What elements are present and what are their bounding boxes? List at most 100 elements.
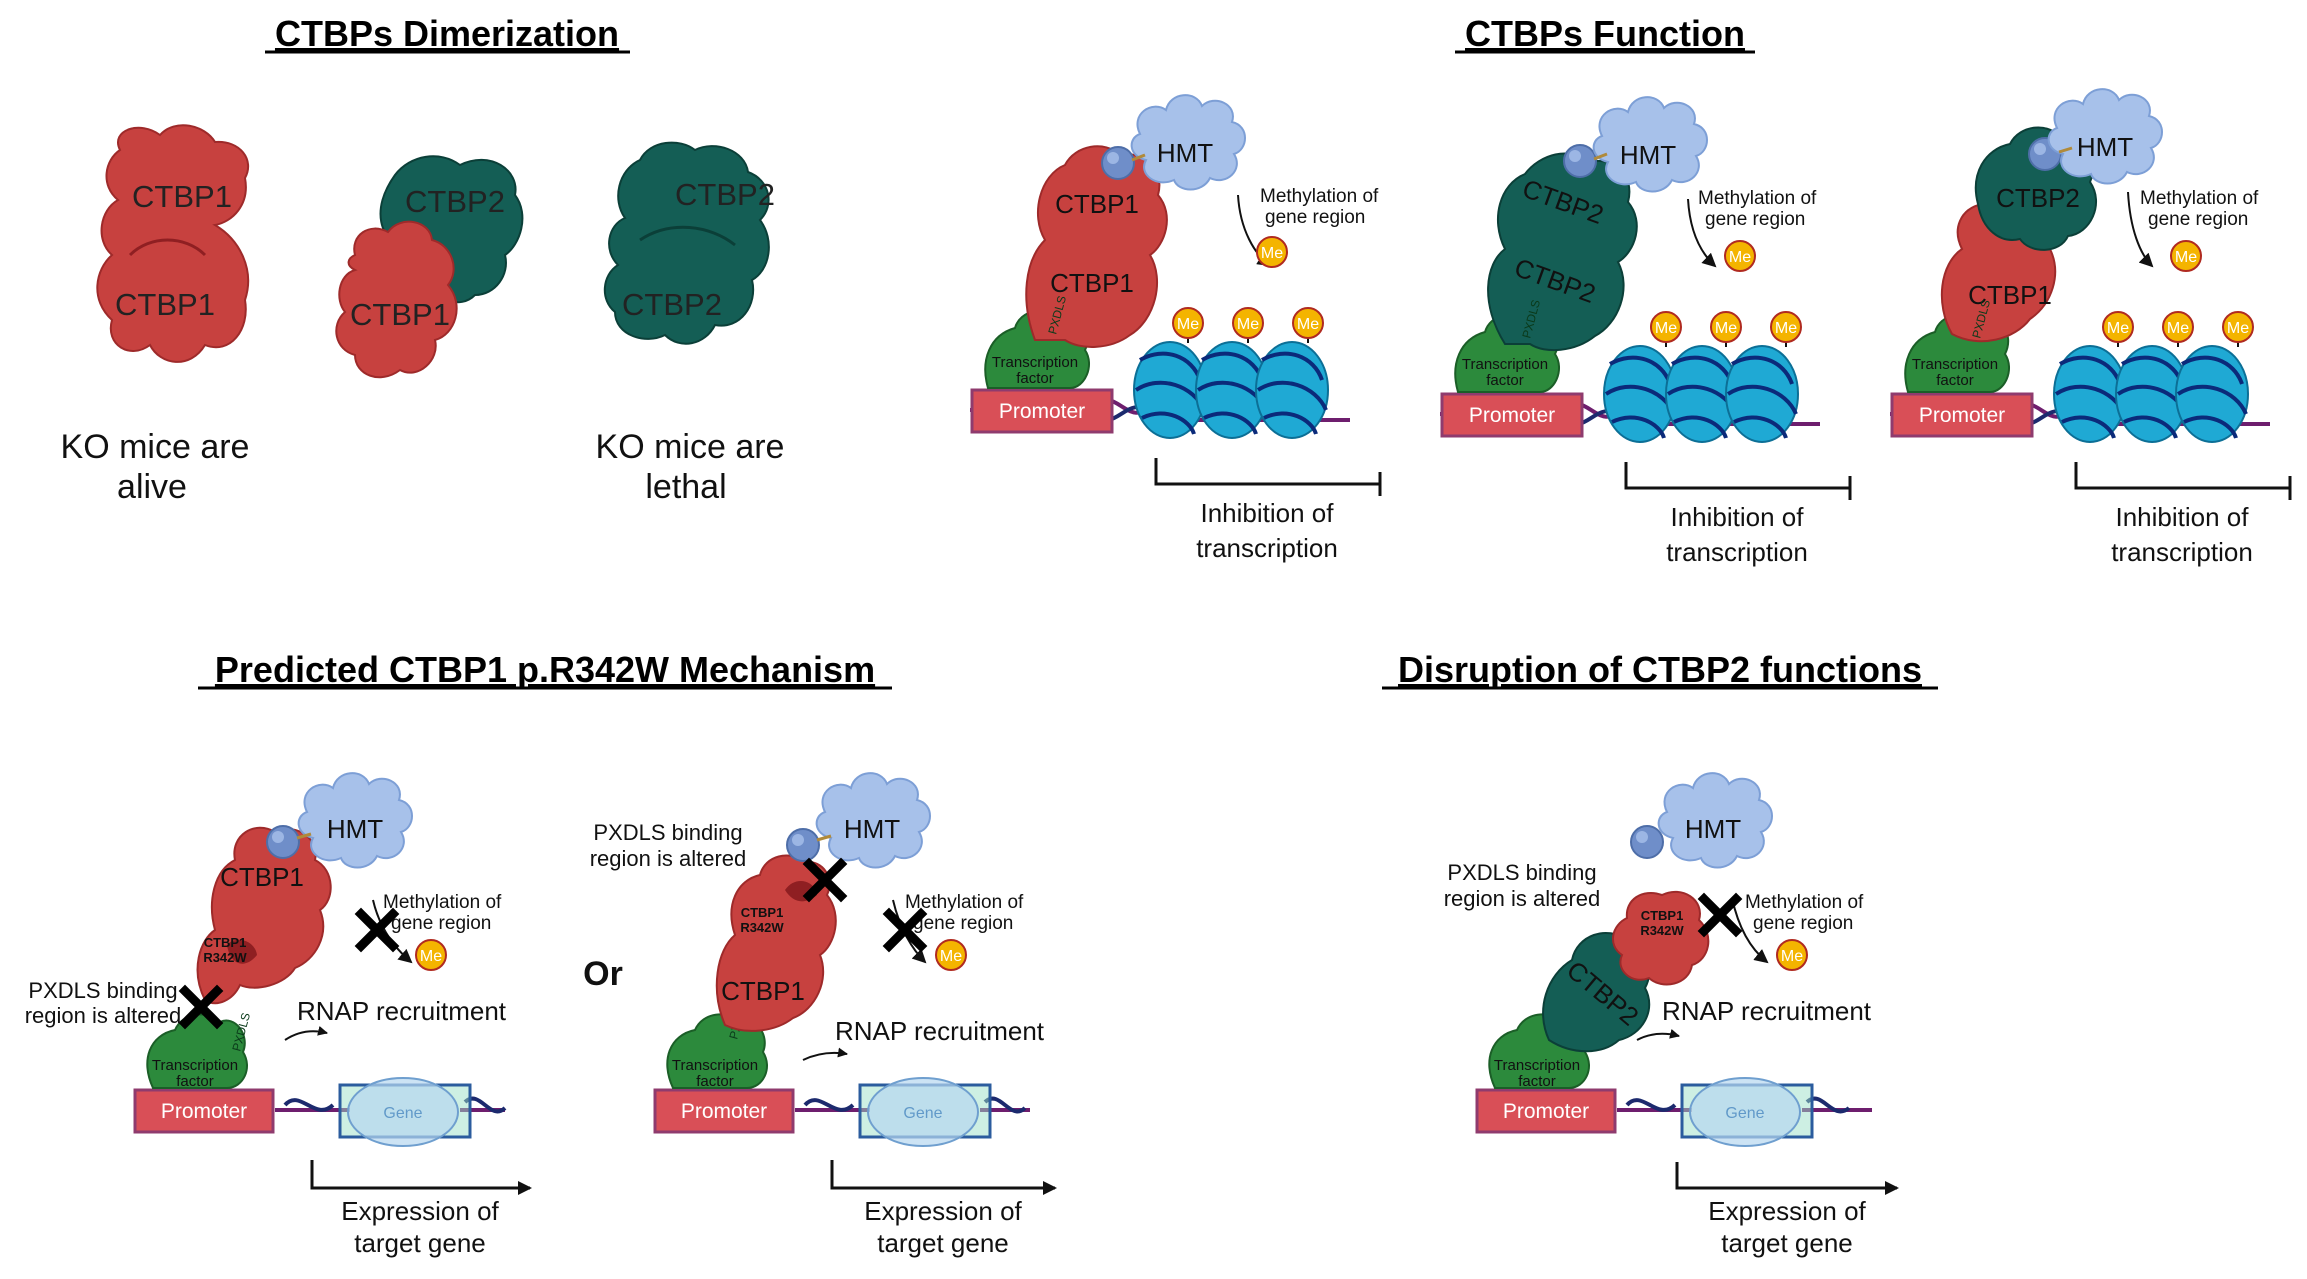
methylation-line1: Methylation of bbox=[905, 892, 1024, 913]
me-label: Me bbox=[940, 948, 962, 965]
me-label: Me bbox=[2227, 320, 2249, 337]
me-label: Me bbox=[1729, 249, 1751, 266]
mutant-line2: R342W bbox=[740, 920, 784, 935]
promoter-label: Promoter bbox=[161, 1100, 247, 1123]
mutant-line2: R342W bbox=[203, 950, 247, 965]
tf-label-line1: Transcription bbox=[1912, 356, 1998, 373]
pxdls-altered-left-line2: region is altered bbox=[25, 1003, 182, 1028]
ctbp2-homodimer: CTBP2 CTBP2 KO mice are lethal bbox=[596, 141, 785, 506]
blocked-methylation-cross-icon bbox=[361, 914, 393, 946]
ctbp1-homodimer-top-label: CTBP1 bbox=[132, 179, 232, 214]
mutant-line1: CTBP1 bbox=[741, 905, 784, 920]
tf-label-line2: factor bbox=[1518, 1073, 1556, 1090]
disruption-panel: Promoter Gene Transcription factor CTBP2… bbox=[1475, 772, 1899, 1258]
inhibition-line2: transcription bbox=[1666, 537, 1808, 567]
rnap-label: RNAP recruitment bbox=[1662, 996, 1872, 1026]
methylation-line2: gene region bbox=[1705, 209, 1805, 230]
or-label: Or bbox=[583, 955, 623, 993]
hmt-label: HMT bbox=[2077, 132, 2133, 162]
expression-line1: Expression of bbox=[341, 1196, 499, 1226]
gene-label: Gene bbox=[383, 1105, 422, 1122]
function-panel-2: Promoter Transcription factor CTBP2 CTBP… bbox=[1440, 96, 1852, 567]
methylation-line1: Methylation of bbox=[1745, 892, 1864, 913]
inhibition-line2: transcription bbox=[1196, 533, 1338, 563]
rnap-label: RNAP recruitment bbox=[297, 996, 507, 1026]
me-label: Me bbox=[2107, 320, 2129, 337]
methylation-line1: Methylation of bbox=[383, 892, 502, 913]
tf-label-line1: Transcription bbox=[992, 354, 1078, 371]
me-label: Me bbox=[2167, 320, 2189, 337]
expression-line1: Expression of bbox=[1708, 1196, 1866, 1226]
inhibition-line2: transcription bbox=[2111, 537, 2253, 567]
function-panel-3: Promoter Transcription factor CTBP2 CTBP… bbox=[1890, 88, 2292, 567]
promoter-label: Promoter bbox=[681, 1100, 767, 1123]
hmt-label: HMT bbox=[1620, 140, 1676, 170]
mechanism-panel-right: Promoter Gene Transcription factor PXDLS… bbox=[653, 772, 1057, 1258]
methylation-line1: Methylation of bbox=[2140, 188, 2259, 209]
heterodimer-top-label: CTBP2 bbox=[405, 184, 505, 219]
ctbp1-label: CTBP1 bbox=[721, 976, 805, 1006]
mutant-line1: CTBP1 bbox=[204, 935, 247, 950]
hmt-label: HMT bbox=[327, 814, 383, 844]
ctbp-top-label: CTBP2 bbox=[1996, 183, 2080, 213]
pxdls-altered-left-line1: PXDLS binding bbox=[28, 978, 177, 1003]
promoter-box bbox=[970, 388, 1114, 434]
ctbp-bottom-label: CTBP1 bbox=[1968, 280, 2052, 310]
ctbp1-label: CTBP1 bbox=[220, 862, 304, 892]
function-panel-1: Promoter Transcription factor CTBP1 CTBP… bbox=[970, 94, 1382, 563]
rnap bbox=[867, 1077, 979, 1147]
methylation-line1: Methylation of bbox=[1260, 186, 1379, 207]
me-label: Me bbox=[1177, 316, 1199, 333]
tf-label-line1: Transcription bbox=[672, 1057, 758, 1074]
tf-label-line1: Transcription bbox=[152, 1057, 238, 1074]
inhibition-line1: Inhibition of bbox=[1201, 498, 1335, 528]
methylation-line1: Methylation of bbox=[1698, 188, 1817, 209]
promoter-box bbox=[1475, 1088, 1617, 1134]
inhibition-line1: Inhibition of bbox=[2116, 502, 2250, 532]
ctbp1-ctbp2-heterodimer: CTBP2 CTBP1 bbox=[335, 155, 524, 379]
me-label: Me bbox=[420, 948, 442, 965]
ctbp-bottom-label: CTBP1 bbox=[1050, 268, 1134, 298]
me-label: Me bbox=[2175, 249, 2197, 266]
ctbp1-ko-caption-line1: KO mice are bbox=[61, 428, 250, 466]
function-title: CTBPs Function bbox=[1465, 13, 1745, 54]
tf-label-line1: Transcription bbox=[1462, 356, 1548, 373]
ctbp2-ko-caption-line1: KO mice are bbox=[596, 428, 785, 466]
pxdls-altered-right-line1: PXDLS binding bbox=[593, 820, 742, 845]
ctbp1-dimer bbox=[196, 826, 332, 1005]
expression-line2: target gene bbox=[1721, 1228, 1853, 1258]
me-label: Me bbox=[1781, 948, 1803, 965]
gene-label: Gene bbox=[1725, 1105, 1764, 1122]
rnap bbox=[1689, 1077, 1801, 1147]
ctbp1-homodimer: CTBP1 CTBP1 KO mice are alive bbox=[61, 124, 250, 506]
mutant-line2: R342W bbox=[1640, 923, 1684, 938]
promoter-box bbox=[133, 1088, 275, 1134]
promoter-box bbox=[1890, 392, 2034, 438]
hmt-label: HMT bbox=[1157, 138, 1213, 168]
me-label: Me bbox=[1655, 320, 1677, 337]
gene-label: Gene bbox=[903, 1105, 942, 1122]
ctbp-top-label: CTBP1 bbox=[1055, 189, 1139, 219]
mechanism-title: Predicted CTBP1 p.R342W Mechanism bbox=[215, 649, 875, 690]
promoter-box bbox=[1440, 392, 1584, 438]
rnap bbox=[347, 1077, 459, 1147]
methylation-line2: gene region bbox=[391, 913, 491, 934]
blocked-methylation-cross-icon bbox=[1704, 899, 1736, 931]
methylation-line2: gene region bbox=[1265, 207, 1365, 228]
methylation-line2: gene region bbox=[2148, 209, 2248, 230]
heterodimer-bottom-label: CTBP1 bbox=[350, 297, 450, 332]
expression-line2: target gene bbox=[877, 1228, 1009, 1258]
tf-label-line2: factor bbox=[176, 1073, 214, 1090]
mechanism-panel-left: Promoter Gene Transcription factor PXDLS… bbox=[133, 772, 532, 1258]
hmt-label: HMT bbox=[1685, 814, 1741, 844]
ctbp-dimer bbox=[1025, 145, 1168, 348]
dimerization-title: CTBPs Dimerization bbox=[275, 13, 619, 54]
disruption-title: Disruption of CTBP2 functions bbox=[1398, 649, 1922, 690]
hmt-label: HMT bbox=[844, 814, 900, 844]
ctbp2-homodimer-top-label: CTBP2 bbox=[675, 177, 775, 212]
promoter-label: Promoter bbox=[1469, 404, 1555, 427]
me-label: Me bbox=[1715, 320, 1737, 337]
expression-line2: target gene bbox=[354, 1228, 486, 1258]
me-label: Me bbox=[1237, 316, 1259, 333]
